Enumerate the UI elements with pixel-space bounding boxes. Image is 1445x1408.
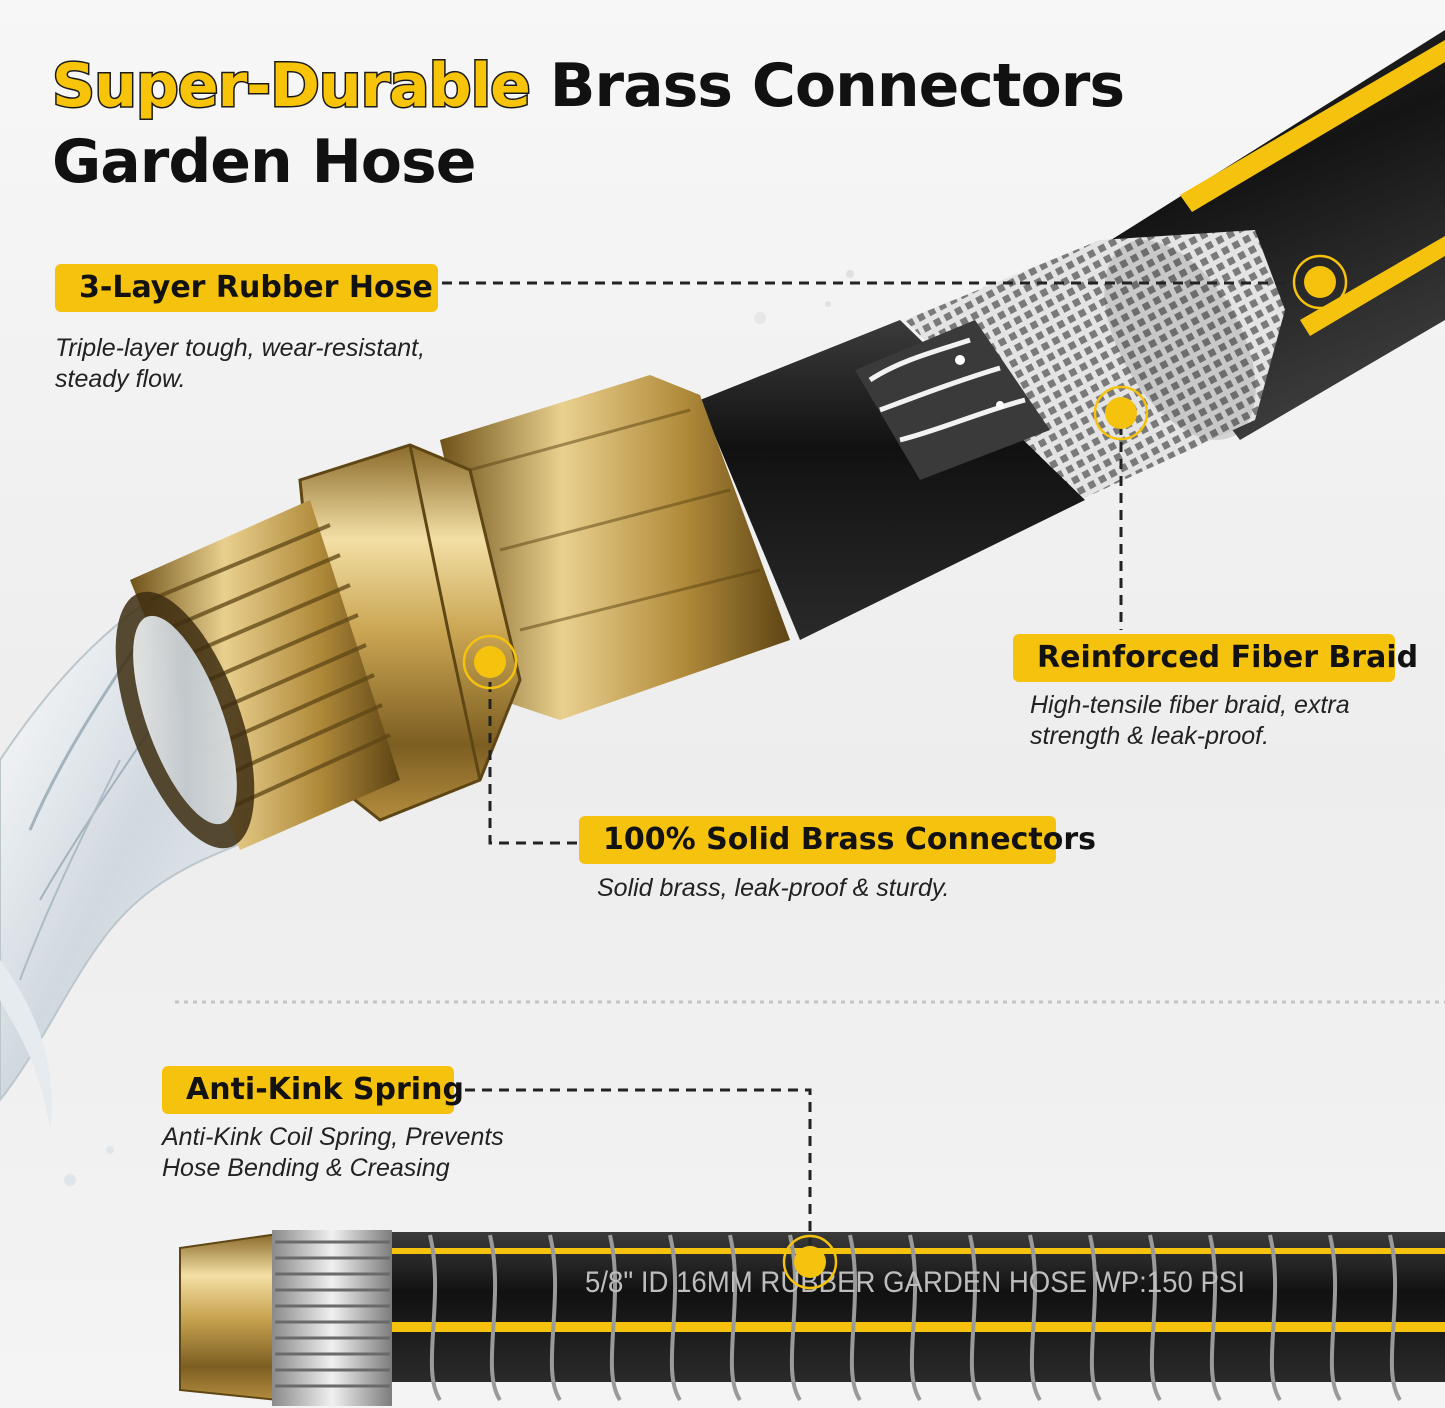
brass-connector <box>115 375 790 850</box>
anti-kink-description: Anti-Kink Coil Spring, Prevents Hose Ben… <box>162 1122 504 1184</box>
title-line1-rest: Brass Connectors <box>529 51 1125 121</box>
page-title: Super-Durable Brass Connectors Garden Ho… <box>51 48 1126 200</box>
rubber-hose-desc-line1: Triple-layer tough, wear-resistant, <box>55 334 426 362</box>
hose-cutaway <box>700 30 1445 640</box>
callout-leader-lines <box>442 281 1300 1245</box>
anti-kink-desc-line1: Anti-Kink Coil Spring, Prevents <box>162 1123 504 1151</box>
brass-connectors-description: Solid brass, leak-proof & sturdy. <box>597 873 949 904</box>
fiber-braid-label: Reinforced Fiber Braid <box>1013 634 1418 682</box>
rubber-hose-label: 3-Layer Rubber Hose <box>55 264 438 312</box>
fiber-braid-desc-line2: strength & leak-proof. <box>1030 722 1270 750</box>
marker-fiber-braid <box>1093 385 1149 441</box>
title-highlight: Super-Durable <box>51 50 533 123</box>
title-line2: Garden Hose <box>52 127 476 197</box>
hose-print-text: 5/8" ID 16MM RUBBER GARDEN HOSE WP:150 P… <box>585 1266 1245 1299</box>
brass-connectors-label: 100% Solid Brass Connectors <box>579 816 1096 864</box>
anti-kink-desc-line2: Hose Bending & Creasing <box>162 1154 450 1182</box>
marker-rubber-hose <box>1292 254 1348 310</box>
fiber-braid-desc-line1: High-tensile fiber braid, extra <box>1030 691 1350 719</box>
rubber-hose-description: Triple-layer tough, wear-resistant, stea… <box>55 333 425 395</box>
anti-kink-hose: 5/8" ID 16MM RUBBER GARDEN HOSE WP:150 P… <box>179 1230 1445 1406</box>
brass-connectors-desc-line1: Solid brass, leak-proof & sturdy. <box>597 874 950 902</box>
rubber-hose-desc-line2: steady flow. <box>55 365 186 393</box>
marker-dots <box>462 254 1348 1290</box>
fiber-braid-description: High-tensile fiber braid, extra strength… <box>1030 690 1350 752</box>
marker-brass-connector <box>462 634 518 690</box>
anti-kink-label: Anti-Kink Spring <box>162 1066 464 1114</box>
marker-anti-kink <box>782 1234 838 1290</box>
